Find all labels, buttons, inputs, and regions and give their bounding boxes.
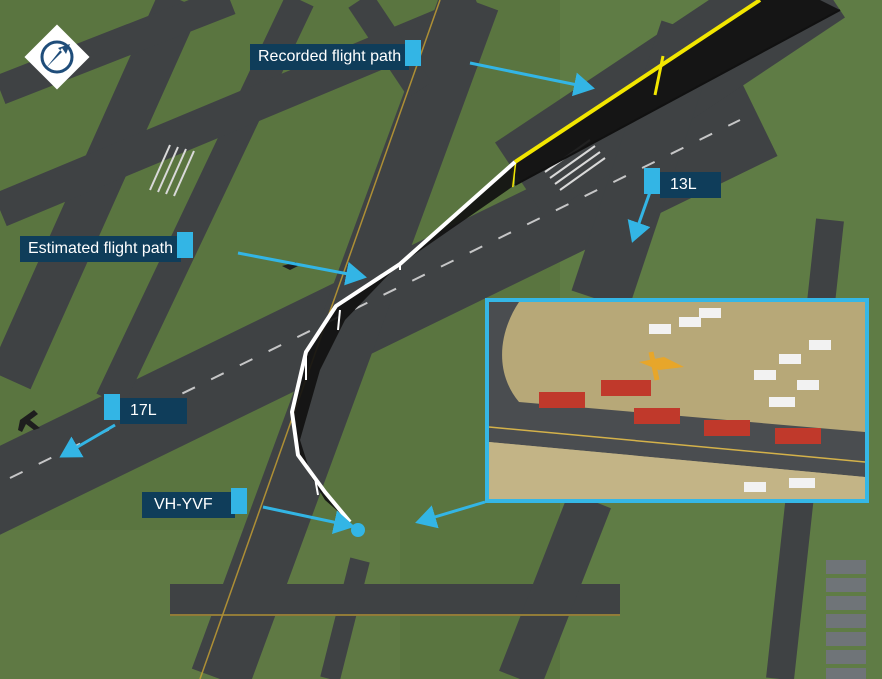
taxiway-central bbox=[191, 0, 499, 679]
inset-arrow bbox=[415, 500, 486, 529]
runway-13l-arrow bbox=[627, 191, 652, 243]
runway-17l-arrow bbox=[59, 423, 116, 458]
inset-taxiway bbox=[489, 302, 865, 477]
estimated-flight-path bbox=[290, 160, 517, 524]
inset-fire-trucks bbox=[539, 380, 821, 444]
inset-vehicles bbox=[649, 308, 831, 492]
recorded-path-arrow bbox=[469, 61, 595, 97]
aircraft-final-position-marker bbox=[351, 523, 365, 537]
north-arrow-icon bbox=[22, 22, 92, 92]
inset-grass-south bbox=[489, 442, 865, 499]
aircraft-registration-label: VH-YVF bbox=[142, 488, 247, 518]
runway-13l-label: 13L bbox=[644, 168, 721, 198]
recorded-flight-path-label: Recorded flight path bbox=[250, 40, 422, 70]
aircraft-arrow bbox=[262, 505, 355, 534]
leader-arrows bbox=[59, 61, 652, 534]
taxiway-west bbox=[0, 0, 201, 390]
taxiway-north-2 bbox=[0, 0, 236, 104]
taxiway-south-link bbox=[320, 557, 370, 679]
taxiway-south-east bbox=[499, 491, 611, 679]
buildings-east bbox=[826, 560, 866, 679]
estimated-flight-path-label: Estimated flight path bbox=[20, 232, 193, 262]
runway-17l-label: 17L bbox=[104, 394, 187, 424]
estimated-path-arrow bbox=[237, 251, 367, 286]
inset-photo bbox=[485, 298, 869, 503]
